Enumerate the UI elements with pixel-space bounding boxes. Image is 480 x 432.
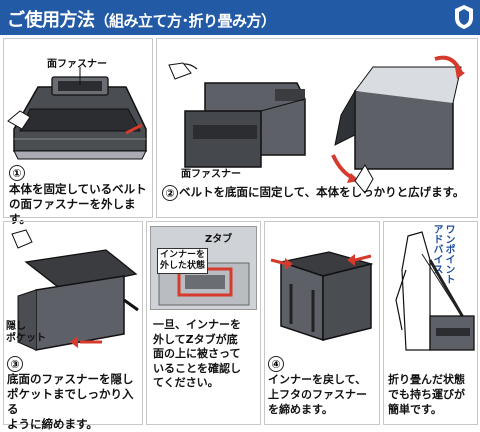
advice-panel: ワンポイント アドバイス 折り畳んだ状態 でも持ち運びが 簡単です。 — [383, 221, 478, 425]
bag-zipping-illustration — [11, 229, 139, 351]
text-line: 本体を固定しているベルト — [9, 182, 147, 196]
header-bar: ご使用方法（組み立て方･折り畳み方） — [0, 0, 480, 35]
advice-line: アドバイス — [431, 224, 442, 274]
step-3-panel: 隠し ポケット ③ 底面のファスナーを隠し ポケットまでしっかり入る ように締め… — [3, 221, 143, 431]
inner-removed-callout: インナーを 外した状態 — [157, 248, 209, 274]
hidden-pocket-label: 隠し ポケット — [6, 321, 46, 345]
callout-line: インナーを — [160, 250, 206, 260]
bag-folded-illustration — [7, 76, 147, 160]
bag-opening-illustration — [168, 62, 306, 168]
text-line: 一旦、インナーを — [153, 318, 241, 331]
brand-emblem-icon — [455, 5, 473, 29]
hook-loop-label: 面ファスナー — [181, 169, 241, 180]
bag-expanded-illustration — [331, 55, 465, 194]
z-tab-label: Zタブ — [205, 234, 233, 245]
text-line: ポケットまでしっかり入る — [7, 387, 134, 416]
text-line: ように締めます。 — [7, 417, 98, 431]
person-carrying-illustration — [395, 231, 475, 351]
page-title: ご使用方法（組み立て方･折り畳み方） — [7, 6, 276, 32]
text-line: 面の上に被さって — [153, 347, 241, 360]
label-line: 隠し — [6, 321, 26, 332]
advice-text: 折り畳んだ状態 でも持ち運びが 簡単です。 — [388, 372, 480, 417]
z-tab-text: 一旦、インナーを 外してZタブが底 面の上に被さって いることを確認し てくださ… — [153, 318, 261, 391]
text-line: でも持ち運びが — [388, 388, 465, 401]
title-main: ご使用方法 — [7, 10, 95, 31]
step-2-panel: 面ファスナー ② ベルトを底面に固定して、本体をしっかりと広げます。 — [156, 38, 478, 218]
step-number: ① — [9, 165, 25, 181]
label-line: ポケット — [6, 333, 46, 344]
text-line: ベルトを底面に固定して、本体をしっかりと広げます。 — [179, 185, 465, 199]
title-sub: （組み立て方･折り畳み方） — [94, 12, 277, 30]
text-line: インナーを戻して、 — [268, 373, 367, 386]
bag-closed-illustration — [270, 251, 374, 342]
label-pointer — [79, 67, 81, 85]
step-2-text: ベルトを底面に固定して、本体をしっかりと広げます。 — [179, 185, 477, 200]
advice-line: ワンポイント — [443, 224, 454, 284]
step-3-text: 底面のファスナーを隠し ポケットまでしっかり入る ように締めます。 — [7, 372, 143, 432]
text-line: 外してZタブが底 — [153, 332, 238, 346]
step-number: ② — [162, 185, 178, 201]
step-1-text: 本体を固定しているベルト の面ファスナーを外します。 — [9, 182, 154, 227]
step-4-panel: ④ インナーを戻して、 上フタのファスナー を締めます。 — [264, 221, 380, 425]
z-tab-panel: Zタブ インナーを 外した状態 一旦、インナーを 外してZタブが底 面の上に被さ… — [146, 221, 261, 425]
text-line: 簡単です。 — [388, 403, 442, 416]
hook-loop-label: 面ファスナー — [47, 59, 107, 70]
text-line: てください。 — [153, 376, 219, 389]
text-line: 折り畳んだ状態 — [388, 373, 465, 386]
callout-line: 外した状態 — [160, 261, 206, 271]
one-point-advice-label: ワンポイント アドバイス — [430, 224, 454, 314]
step-number: ③ — [7, 356, 23, 372]
text-line: 上フタのファスナー — [268, 388, 367, 401]
step-1-panel: 面ファスナー ① 本体を固定しているベルト の面ファスナーを外します。 — [3, 38, 153, 226]
text-line: の面ファスナーを外します。 — [9, 197, 136, 226]
text-line: いることを確認し — [153, 361, 241, 375]
text-line: を締めます。 — [268, 403, 333, 416]
step-number: ④ — [268, 356, 284, 372]
step-4-text: インナーを戻して、 上フタのファスナー を締めます。 — [268, 372, 380, 417]
text-line: 底面のファスナーを隠し — [7, 372, 134, 386]
